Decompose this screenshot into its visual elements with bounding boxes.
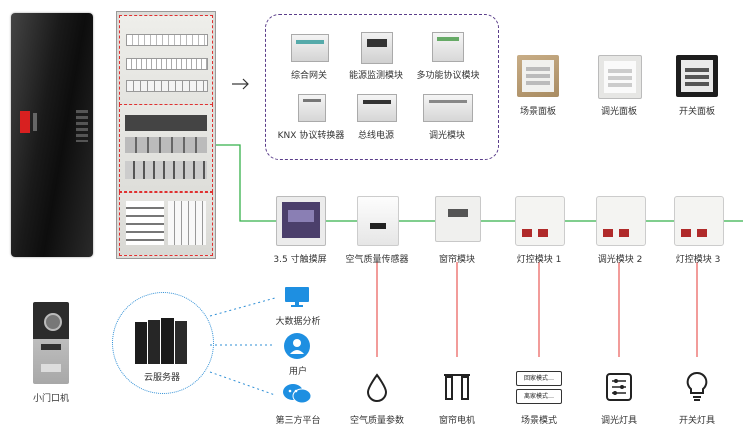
scene-panel-label: 场景面板 xyxy=(519,107,556,117)
rack-section-2 xyxy=(119,104,213,192)
scene-mode-label: 场景模式 xyxy=(520,416,557,426)
dimming-module-label: 调光模块 xyxy=(428,131,465,141)
display-red-indicator xyxy=(20,111,30,133)
multi-protocol-module-label: 多功能协议模块 xyxy=(416,71,480,81)
rack-section-1 xyxy=(119,15,213,105)
air-sensor-image xyxy=(357,196,399,246)
control-keys xyxy=(76,110,88,142)
curtain-icon xyxy=(442,372,472,402)
water-drop-icon xyxy=(364,372,390,402)
glass-cabinet-image xyxy=(11,13,93,257)
energy-monitor-image xyxy=(361,32,393,64)
light-module-1-label: 灯控模块 1 xyxy=(516,255,562,265)
curtain-module-image xyxy=(435,196,481,242)
user-icon xyxy=(283,332,311,360)
dimming-module-image xyxy=(423,94,473,122)
user-label: 用户 xyxy=(288,367,307,377)
switch-light-label: 开关灯具 xyxy=(678,416,715,426)
door-station-label: 小门口机 xyxy=(32,394,69,404)
air-sensor-label: 空气质量传感器 xyxy=(345,255,409,265)
scene-button-away: 离家模式… xyxy=(516,389,562,404)
bus-line xyxy=(215,144,743,222)
camera-lens xyxy=(44,313,62,331)
gateway-label: 综合网关 xyxy=(290,71,327,81)
energy-monitor-label: 能源监测模块 xyxy=(348,71,403,81)
air-param-label: 空气质量参数 xyxy=(349,416,404,426)
switch-panel-label: 开关面板 xyxy=(678,107,715,117)
status-lights xyxy=(33,113,37,131)
sliders-icon xyxy=(605,372,633,402)
light-module-1-image xyxy=(515,196,565,246)
rack-section-3 xyxy=(119,192,213,256)
touchscreen-label: 3.5 寸触摸屏 xyxy=(273,255,327,265)
scene-panel-image xyxy=(517,55,559,97)
light-bulb-icon xyxy=(684,371,710,403)
rack-components-group xyxy=(265,14,499,160)
cloud-server-label: 云服务器 xyxy=(143,373,180,383)
touchscreen-image xyxy=(276,196,326,246)
knx-converter-image xyxy=(298,94,326,122)
knx-converter-label: KNX 协议转换器 xyxy=(277,131,345,141)
server-racks-image xyxy=(135,318,189,364)
curtain-module-label: 窗帘模块 xyxy=(438,255,475,265)
dimming-light-label: 调光灯具 xyxy=(600,416,637,426)
cloud-server-group xyxy=(112,292,214,394)
bus-power-image xyxy=(357,94,397,122)
scene-button-home: 回家模式… xyxy=(516,371,562,386)
dimming-module-2-label: 调光模块 2 xyxy=(597,255,643,265)
curtain-motor-label: 窗帘电机 xyxy=(438,416,475,426)
chat-icon xyxy=(281,381,313,407)
switch-panel-image xyxy=(676,55,718,97)
dimming-module-2-image xyxy=(596,196,646,246)
monitor-icon xyxy=(283,285,311,309)
door-station-image xyxy=(33,302,69,384)
gateway-device-image xyxy=(291,34,329,62)
scene-mode-buttons: 回家模式… 离家模式… xyxy=(516,371,562,405)
rack-cabinet-image xyxy=(116,11,216,259)
multi-protocol-module-image xyxy=(432,32,464,62)
dotted-line-1 xyxy=(209,297,276,317)
dimmer-panel-image xyxy=(598,55,642,99)
bus-power-label: 总线电源 xyxy=(357,131,394,141)
dotted-line-3 xyxy=(209,371,276,396)
third-party-label: 第三方平台 xyxy=(275,416,321,426)
dimmer-panel-label: 调光面板 xyxy=(600,107,637,117)
light-module-3-label: 灯控模块 3 xyxy=(675,255,721,265)
big-data-label: 大数据分析 xyxy=(275,317,321,327)
arrow-right-icon xyxy=(242,78,249,90)
light-module-3-image xyxy=(674,196,724,246)
